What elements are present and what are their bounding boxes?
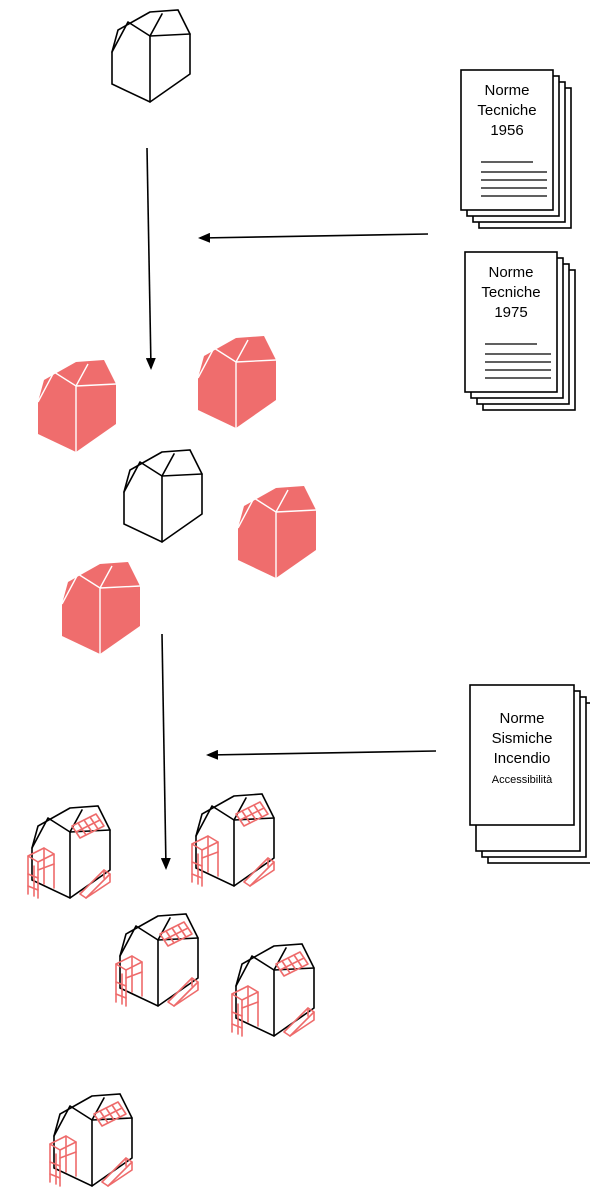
doc-sismiche-line-1: Norme [499, 710, 544, 727]
original-house-icon [123, 449, 203, 543]
doc-sismiche-line-4: Accessibilità [492, 774, 553, 786]
document-stack-sismiche: Norme Sismiche Incendio Accessibilità [469, 684, 590, 864]
doc-1956-line-1: Norme [484, 82, 529, 99]
red-house-icon [197, 335, 277, 429]
doc-sismiche-line-3: Incendio [494, 750, 551, 767]
doc-1975-line-1: Norme [488, 264, 533, 281]
upgraded-house-icon [191, 793, 275, 887]
arrow-down-1 [145, 147, 156, 370]
doc-1956-line-2: Tecniche [477, 102, 536, 119]
doc-1956-line-3: 1956 [490, 122, 523, 139]
doc-1975-line-2: Tecniche [481, 284, 540, 301]
upgraded-house-icon [49, 1093, 133, 1187]
original-house-icon [111, 9, 191, 103]
arrow-down-2 [160, 633, 171, 870]
document-stack-1975: Norme Tecniche 1975 [464, 251, 576, 411]
arrow-left-1 [198, 232, 429, 243]
doc-sismiche-line-2: Sismiche [492, 730, 553, 747]
red-house-icon [61, 561, 141, 655]
document-stack-1956: Norme Tecniche 1956 [460, 69, 572, 229]
upgraded-house-icon [231, 943, 315, 1037]
red-house-icon [237, 485, 317, 579]
arrow-left-2 [206, 749, 437, 760]
doc-1975-line-3: 1975 [494, 304, 527, 321]
upgraded-house-icon [115, 913, 199, 1007]
red-house-icon [37, 359, 117, 453]
upgraded-house-icon [27, 805, 111, 899]
